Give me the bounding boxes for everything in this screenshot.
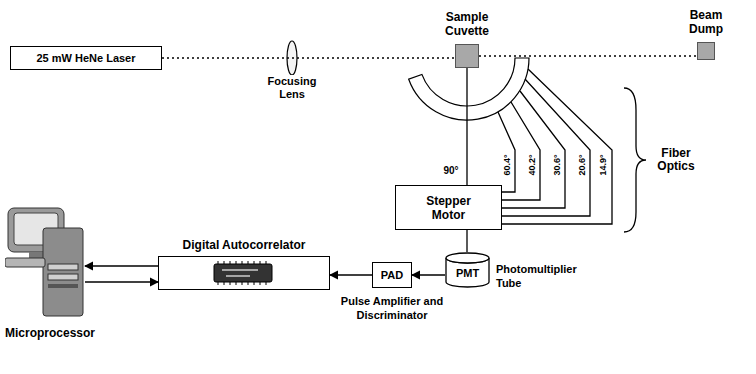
component-node: Microprocessor	[5, 206, 105, 340]
signal-arrow	[85, 265, 158, 266]
fiber-line	[502, 91, 565, 208]
node-text: 25 mW HeNe Laser	[36, 51, 135, 65]
component-node: PADPulse Amplifier and Discriminator	[372, 262, 412, 288]
connector-line	[479, 55, 697, 57]
connector-line	[162, 57, 455, 59]
node-text: Photomultiplier Tube	[496, 262, 578, 290]
angle-label: 20.6°	[576, 153, 589, 176]
node-text: Sample Cuvette	[432, 10, 502, 38]
computer-drawing	[5, 206, 85, 318]
process-box: Stepper Motor	[395, 185, 502, 230]
part-label: Focusing Lens	[260, 75, 324, 101]
node-text: PMT	[445, 252, 490, 280]
node-text: Digital Autocorrelator	[158, 238, 330, 252]
part-label: 90°	[442, 164, 459, 177]
autocorrelator-box	[158, 256, 330, 290]
process-box: Stepper Motor	[395, 185, 502, 230]
chip-icon	[214, 261, 272, 285]
angle-label: 30.6°	[551, 153, 564, 176]
component-node: Sample Cuvette	[432, 10, 502, 68]
signal-arrow	[330, 274, 372, 275]
pmt-cylinder: PMT	[445, 252, 490, 288]
fiber-line	[502, 102, 540, 200]
fiber-line	[502, 69, 612, 224]
connector-line	[466, 68, 467, 185]
node-text: Stepper Motor	[419, 194, 479, 222]
computer-illustration	[5, 206, 85, 318]
square-component	[455, 44, 479, 68]
part-label: Fiber Optics	[650, 147, 702, 173]
bracket	[624, 88, 646, 232]
signal-arrow	[412, 274, 445, 275]
node-text: Beam Dump	[680, 8, 732, 36]
fiber-optics	[498, 69, 612, 224]
angle-label: 60.4°	[501, 153, 514, 176]
node-text: Microprocessor	[5, 326, 105, 340]
component-node: Digital Autocorrelator	[158, 238, 330, 290]
fiber-line	[498, 112, 515, 192]
angle-label: 14.9°	[597, 153, 610, 176]
node-text: PAD	[381, 268, 403, 282]
angle-label: 40.2°	[526, 153, 539, 176]
square-component	[697, 42, 715, 60]
process-box: 25 mW HeNe Laser	[10, 46, 162, 70]
signal-arrow	[85, 281, 158, 282]
node-text: Pulse Amplifier and Discriminator	[332, 294, 452, 322]
process-box: 25 mW HeNe Laser	[10, 46, 162, 70]
component-node: PMTPhotomultiplier Tube	[445, 252, 490, 288]
connector-line	[466, 230, 467, 252]
component-node: Beam Dump	[680, 8, 732, 60]
process-box: PAD	[372, 262, 412, 288]
fiber-line	[502, 79, 590, 216]
